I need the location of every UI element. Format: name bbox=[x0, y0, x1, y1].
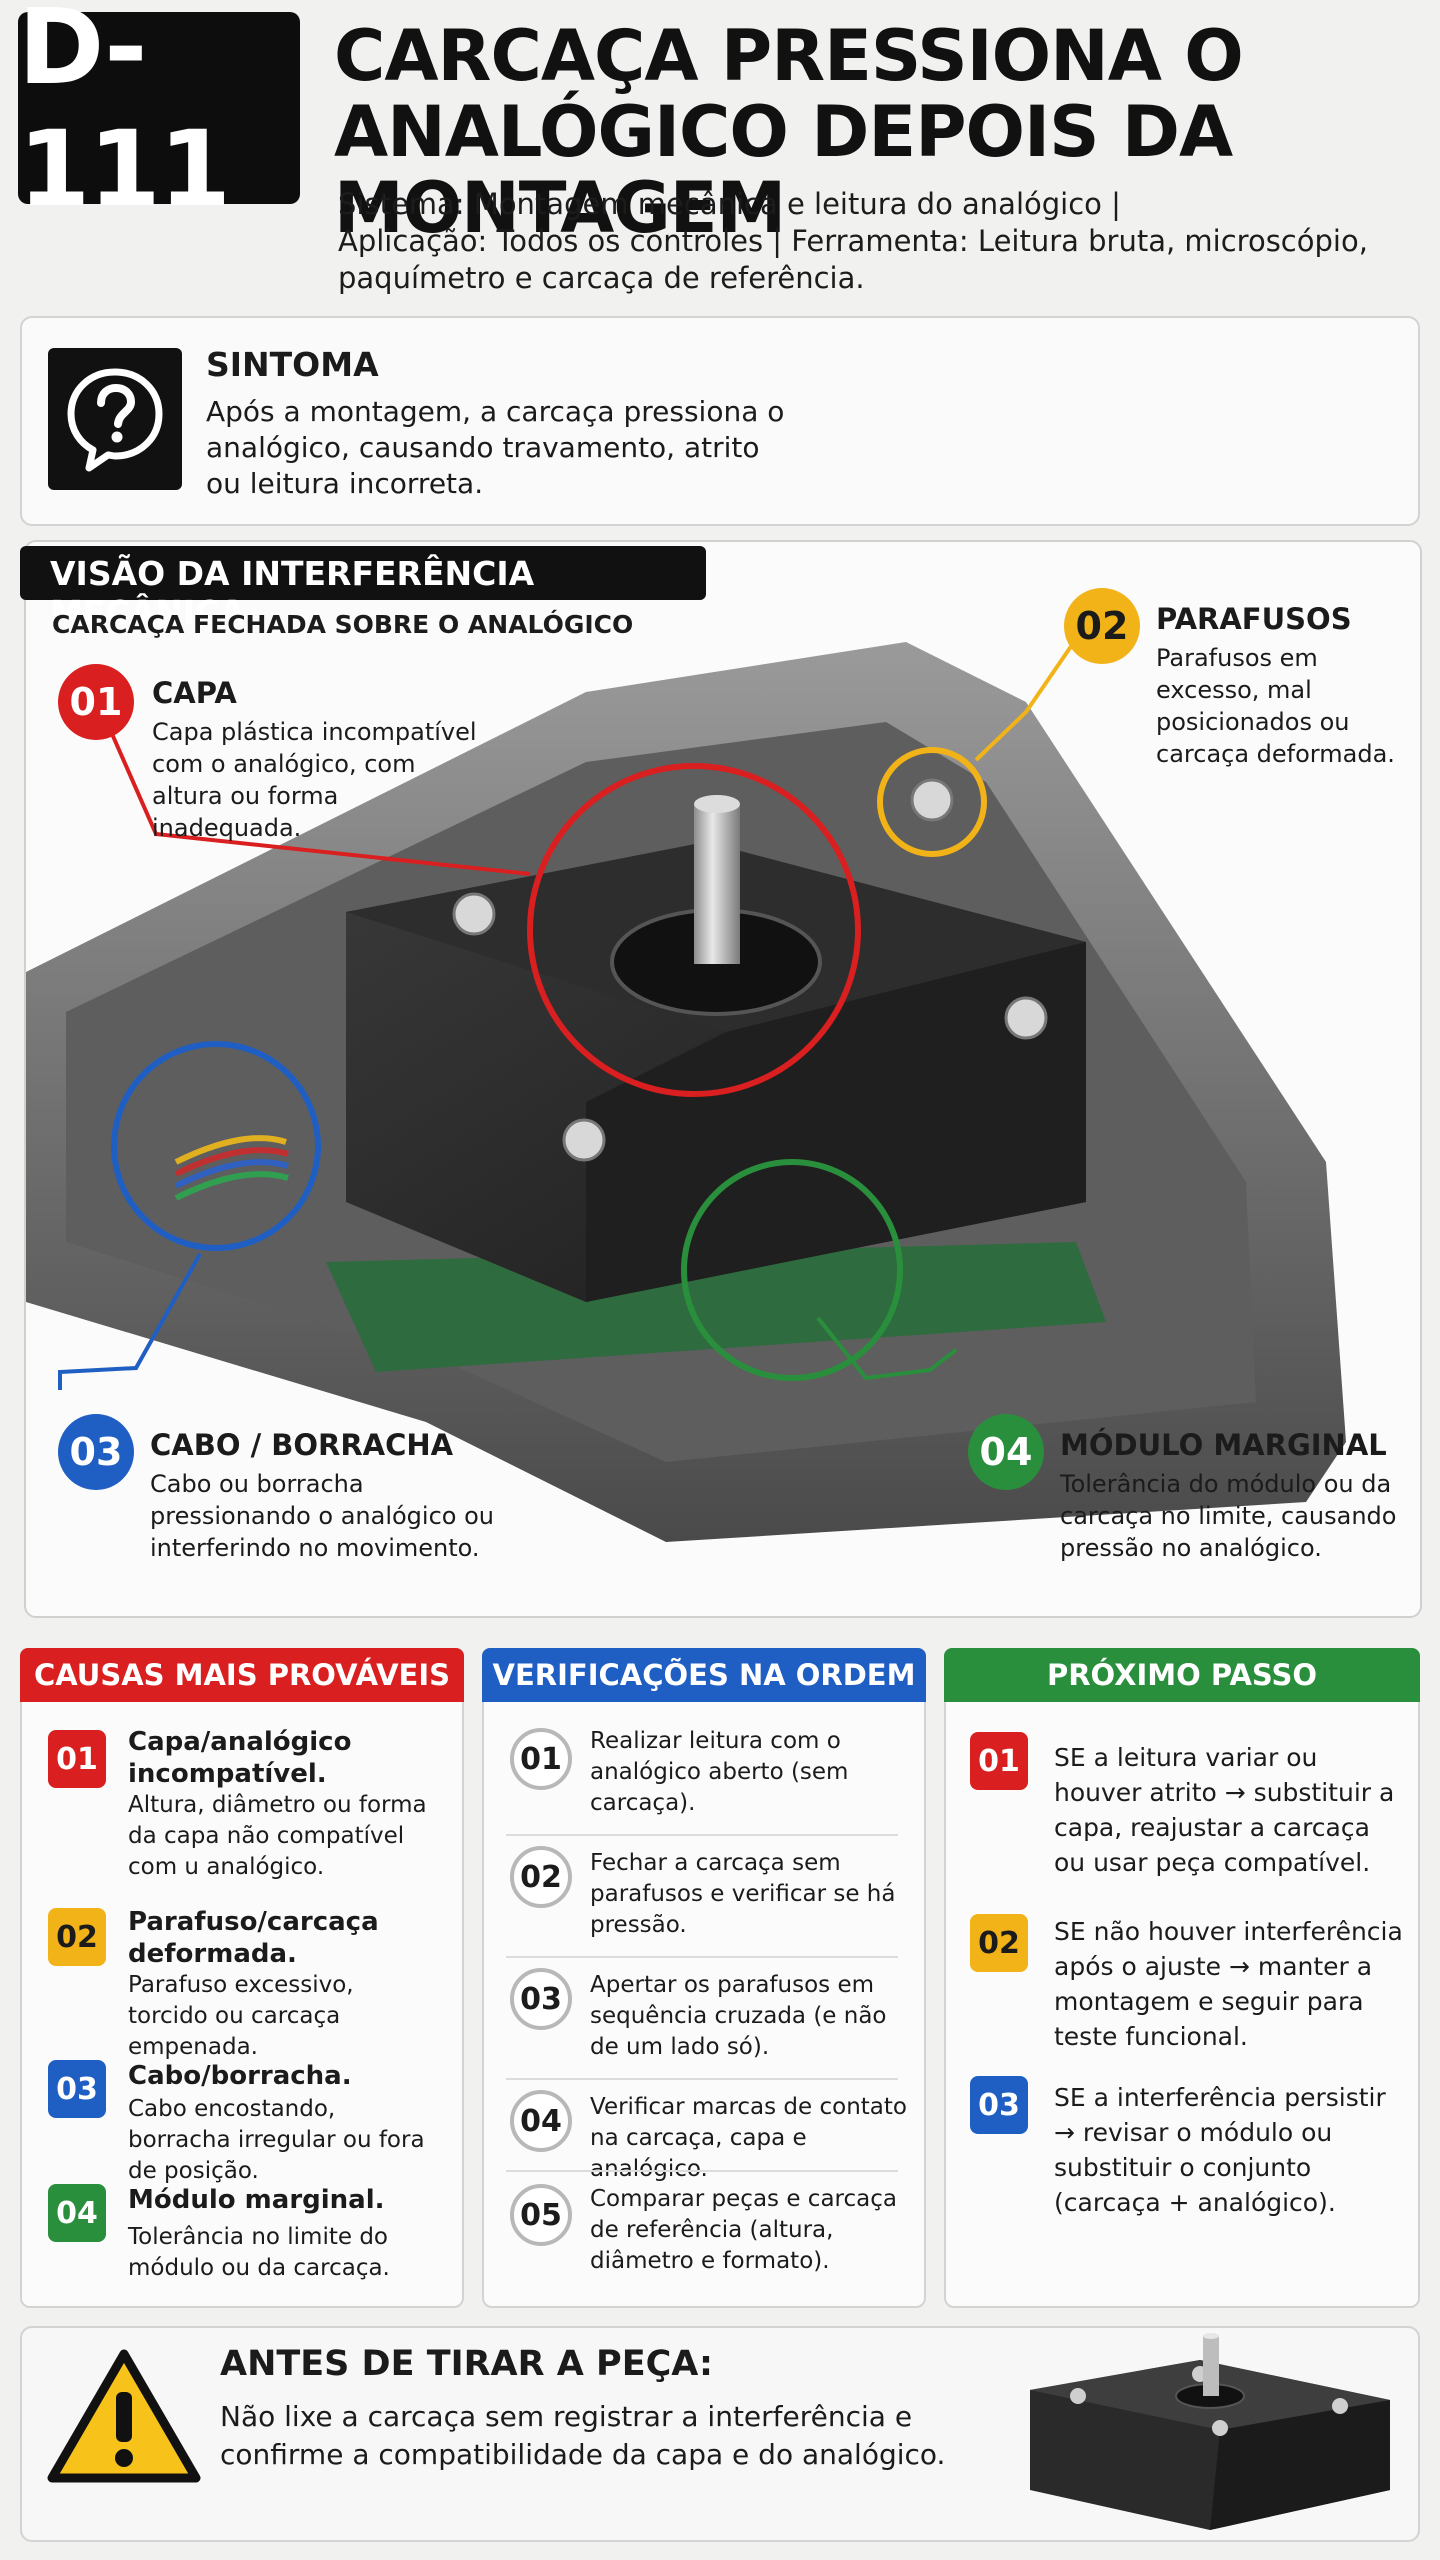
cause-02-title: Parafuso/carcaça deformada. bbox=[128, 1907, 379, 1969]
highlight-modulo bbox=[681, 1159, 903, 1381]
joystick-module-thumbnail bbox=[1030, 2333, 1390, 2530]
check-03-number: 03 bbox=[510, 1968, 572, 2030]
check-04-number: 04 bbox=[510, 2090, 572, 2152]
check-01-number: 01 bbox=[510, 1728, 572, 1790]
diagram-section-title: VISÃO DA INTERFERÊNCIA MECÂNICA bbox=[20, 546, 706, 632]
check-01-text: Realizar leitura com o analógico aberto … bbox=[590, 1728, 849, 1816]
next-01-badge: 01 bbox=[970, 1732, 1028, 1790]
wire bbox=[174, 1171, 289, 1201]
warning-text: Não lixe a carcaça sem registrar a inter… bbox=[220, 2400, 946, 2471]
check-divider bbox=[506, 2170, 898, 2172]
checks-header: VERIFICAÇÕES NA ORDEM bbox=[482, 1648, 926, 1702]
diagram-subtitle: CARCAÇA FECHADA SOBRE O ANALÓGICO bbox=[52, 610, 634, 639]
highlight-parafusos bbox=[877, 747, 987, 857]
screw bbox=[910, 778, 954, 822]
symptom-title: SINTOMA bbox=[206, 345, 379, 384]
screw bbox=[562, 1118, 606, 1162]
cause-02-badge: 02 bbox=[48, 1908, 106, 1966]
check-02-text: Fechar a carcaça sem parafusos e verific… bbox=[590, 1850, 896, 1938]
cause-03-text: Cabo encostando, borracha irregular ou f… bbox=[128, 2096, 425, 2184]
wire bbox=[174, 1159, 289, 1189]
cause-02-text: Parafuso excessivo, torcido ou carcaça e… bbox=[128, 1972, 354, 2060]
stick-shaft bbox=[694, 804, 740, 964]
check-divider bbox=[506, 1956, 898, 1958]
screw bbox=[452, 892, 496, 936]
callout-04-text: Tolerância do módulo ou da carcaça no li… bbox=[1060, 1470, 1397, 1562]
meta-line1: Sistema: Montagem mecânica e leitura do … bbox=[338, 187, 1121, 221]
highlight-cabo bbox=[111, 1041, 321, 1251]
callout-01-text: Capa plástica incompatível com o analógi… bbox=[152, 718, 477, 842]
next-step-header: PRÓXIMO PASSO bbox=[944, 1648, 1420, 1702]
stick-top bbox=[694, 795, 740, 813]
check-02-number: 02 bbox=[510, 1846, 572, 1908]
cause-01-title: Capa/analógico incompatível. bbox=[128, 1727, 352, 1789]
callout-03-number: 03 bbox=[58, 1414, 134, 1490]
leader-parafusos bbox=[974, 640, 1076, 762]
symptom-card bbox=[20, 316, 1420, 526]
cause-01-badge: 01 bbox=[48, 1730, 106, 1788]
highlight-capa bbox=[527, 763, 861, 1097]
meta-info: Sistema: Montagem mecânica e leitura do … bbox=[338, 186, 1418, 297]
page-title: CARCAÇA PRESSIONA O ANALÓGICO DEPOIS DA … bbox=[334, 18, 1424, 246]
meta-line3: paquímetro e carcaça de referência. bbox=[338, 261, 865, 295]
page-title-line1: CARCAÇA PRESSIONA O bbox=[334, 15, 1244, 97]
next-02-text: SE não houver interferência após o ajust… bbox=[1054, 1917, 1403, 2051]
callout-03-text: Cabo ou borracha pressionando o analógic… bbox=[150, 1470, 494, 1562]
cause-04-badge: 04 bbox=[48, 2184, 106, 2242]
next-03-text: SE a interferência persistir → revisar o… bbox=[1054, 2083, 1386, 2217]
callout-01-number: 01 bbox=[58, 664, 134, 740]
check-divider bbox=[506, 1834, 898, 1836]
screw bbox=[1004, 996, 1048, 1040]
callout-02-title: PARAFUSOS bbox=[1156, 602, 1352, 636]
check-05-text: Comparar peças e carcaça de referência (… bbox=[590, 2186, 897, 2274]
cause-03-badge: 03 bbox=[48, 2060, 106, 2118]
callout-04-number: 04 bbox=[968, 1414, 1044, 1490]
wire bbox=[174, 1147, 289, 1177]
joystick-assembly-illustration bbox=[26, 640, 1346, 1542]
cause-01-text: Altura, diâmetro ou forma da capa não co… bbox=[128, 1792, 427, 1880]
leader-cabo bbox=[58, 1253, 202, 1390]
check-04-text: Verificar marcas de contato na carcaça, … bbox=[590, 2094, 907, 2182]
module-side bbox=[586, 942, 1086, 1302]
warning-title: ANTES DE TIRAR A PEÇA: bbox=[220, 2344, 714, 2384]
question-bubble-icon bbox=[48, 348, 182, 490]
meta-line2: Aplicação: Todos os controles | Ferramen… bbox=[338, 224, 1368, 258]
callout-01-title: CAPA bbox=[152, 676, 237, 710]
leader-modulo bbox=[816, 1316, 958, 1381]
check-05-number: 05 bbox=[510, 2184, 572, 2246]
page-title-line2: ANALÓGICO DEPOIS DA MONTAGEM bbox=[334, 91, 1233, 249]
leader-capa bbox=[96, 701, 531, 876]
check-03-text: Apertar os parafusos em sequência cruzad… bbox=[590, 1972, 887, 2060]
cause-03-title: Cabo/borracha. bbox=[128, 2061, 352, 2091]
next-01-text: SE a leitura variar ou houver atrito → s… bbox=[1054, 1743, 1395, 1877]
callout-04-title: MÓDULO MARGINAL bbox=[1060, 1428, 1387, 1462]
symptom-text: Após a montagem, a carcaça pressiona o a… bbox=[206, 395, 785, 500]
next-03-badge: 03 bbox=[970, 2076, 1028, 2134]
callout-02-number: 02 bbox=[1064, 588, 1140, 664]
wire bbox=[174, 1135, 287, 1165]
cause-04-title: Módulo marginal. bbox=[128, 2185, 385, 2215]
check-divider bbox=[506, 2078, 898, 2080]
cause-04-text: Tolerância no limite do módulo ou da car… bbox=[128, 2224, 390, 2281]
callout-02-text: Parafusos em excesso, mal posicionados o… bbox=[1156, 644, 1395, 768]
next-02-badge: 02 bbox=[970, 1914, 1028, 1972]
error-code-badge: D-111 bbox=[18, 0, 300, 230]
causes-header: CAUSAS MAIS PROVÁVEIS bbox=[20, 1648, 464, 1702]
warning-triangle-icon bbox=[47, 2349, 201, 2483]
callout-03-title: CABO / BORRACHA bbox=[150, 1428, 454, 1462]
